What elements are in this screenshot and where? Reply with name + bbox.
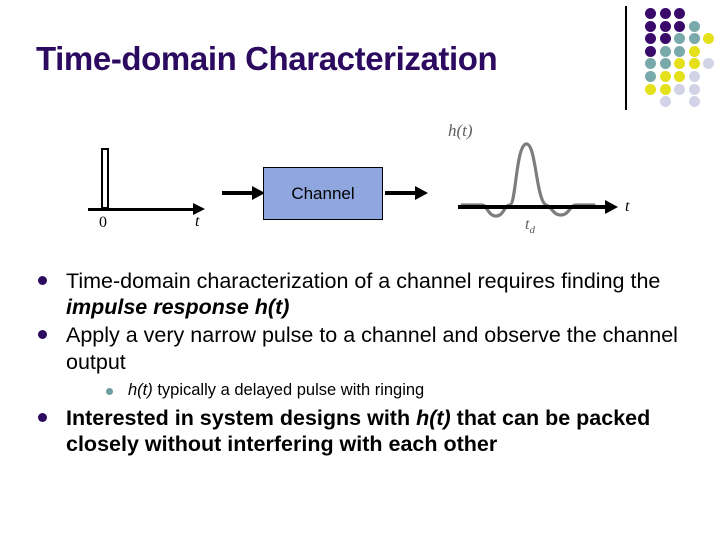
- bullet-text-run: impulse response h(t): [66, 295, 290, 320]
- bullet-marker-icon: [106, 381, 128, 395]
- delay-time-subscript: d: [529, 224, 535, 237]
- decorative-dot: [703, 58, 714, 70]
- input-impulse-plot: 0 t: [88, 140, 213, 240]
- bullet-text: Interested in system designs with h(t) t…: [66, 405, 688, 457]
- bullet-text: Time-domain characterization of a channe…: [66, 268, 688, 320]
- decorative-dot: [645, 83, 656, 95]
- bullet-text-run: Apply a very narrow pulse to a channel a…: [66, 323, 678, 374]
- delay-time-base: t: [525, 216, 530, 233]
- output-time-axis: [458, 205, 608, 209]
- arrow-head: [415, 186, 428, 200]
- decorative-dot: [659, 8, 671, 19]
- decorative-dot: [688, 58, 700, 70]
- decorative-dot: [659, 96, 671, 108]
- bullet-item-level-1: Interested in system designs with h(t) t…: [38, 405, 688, 457]
- decorative-dot: [659, 83, 671, 95]
- arrow-head: [252, 186, 265, 200]
- decorative-dot: [645, 45, 656, 57]
- decorative-dot: [645, 8, 656, 19]
- decorative-dot: [688, 83, 700, 95]
- decorative-dot: [674, 58, 685, 70]
- bullet-marker-icon: [38, 268, 66, 285]
- impulse-response-waveform: [460, 142, 596, 218]
- decorative-dot: [659, 58, 671, 70]
- bullet-text-run: Time-domain characterization of a channe…: [66, 269, 661, 293]
- decorative-dot: [659, 71, 671, 82]
- bullet-item-level-1: Time-domain characterization of a channe…: [38, 268, 688, 320]
- input-time-axis-label: t: [195, 213, 200, 230]
- decorative-dot: [659, 20, 671, 32]
- decorative-dot: [703, 33, 714, 45]
- page-title: Time-domain Characterization: [36, 40, 498, 77]
- channel-impulse-diagram: 0 t Channel h(t) t td: [0, 118, 720, 258]
- decorative-dot: [659, 45, 671, 57]
- bullet-text-run: that can be packed closely without inter…: [66, 405, 651, 456]
- decorative-dot: [688, 20, 700, 32]
- input-time-axis: [88, 208, 196, 211]
- bullet-dot: [38, 412, 47, 422]
- decorative-dot: [645, 58, 656, 70]
- output-time-axis-label: t: [625, 198, 630, 215]
- bullet-text-run: Interested in system designs with: [66, 405, 417, 430]
- bullet-item-level-1: Apply a very narrow pulse to a channel a…: [38, 322, 688, 374]
- decorative-dot: [688, 71, 700, 82]
- decorative-dot: [688, 45, 700, 57]
- decorative-dot: [674, 83, 685, 95]
- bullet-text-run: typically a delayed pulse with ringing: [152, 380, 425, 399]
- decorative-dot: [674, 33, 685, 45]
- decorative-dot: [645, 71, 656, 82]
- decorative-dot: [674, 71, 685, 82]
- bullet-text: Apply a very narrow pulse to a channel a…: [66, 322, 688, 374]
- output-impulse-response-plot: h(t) t td: [440, 118, 650, 253]
- input-axis-arrowhead-icon: [193, 203, 205, 215]
- arrow-right-icon-output: [385, 186, 430, 200]
- bullet-marker-icon: [38, 322, 66, 340]
- bullet-marker-icon: [38, 405, 66, 422]
- decorative-dot: [688, 33, 700, 45]
- impulse-pulse-shape: [101, 148, 109, 209]
- decorative-dot: [674, 20, 685, 32]
- decorative-dot: [645, 33, 656, 45]
- channel-block: Channel: [263, 167, 383, 220]
- arrow-shaft: [222, 191, 254, 195]
- decorative-dot: [688, 96, 700, 108]
- bullet-text: h(t) typically a delayed pulse with ring…: [128, 381, 424, 401]
- bullet-dot: [38, 276, 47, 285]
- delay-time-label: td: [525, 216, 535, 236]
- decorative-dot: [674, 45, 685, 57]
- bullet-list: Time-domain characterization of a channe…: [38, 268, 688, 459]
- bullet-item-level-2: h(t) typically a delayed pulse with ring…: [38, 381, 688, 401]
- bullet-text-run: h(t): [416, 405, 451, 430]
- bullet-text-run: h(t): [128, 380, 153, 399]
- bullet-dot: [106, 387, 113, 395]
- bullet-dot: [38, 330, 47, 340]
- impulse-response-label: h(t): [448, 121, 473, 140]
- decorative-dot: [645, 20, 656, 32]
- decorative-dot-grid: [645, 8, 720, 108]
- decorative-dot: [674, 8, 685, 19]
- output-axis-arrowhead-icon: [605, 200, 618, 214]
- decorative-divider-line: [625, 6, 627, 110]
- input-origin-label: 0: [99, 214, 107, 231]
- arrow-shaft: [385, 191, 417, 195]
- arrow-right-icon-input: [222, 186, 265, 200]
- decorative-dot: [659, 33, 671, 45]
